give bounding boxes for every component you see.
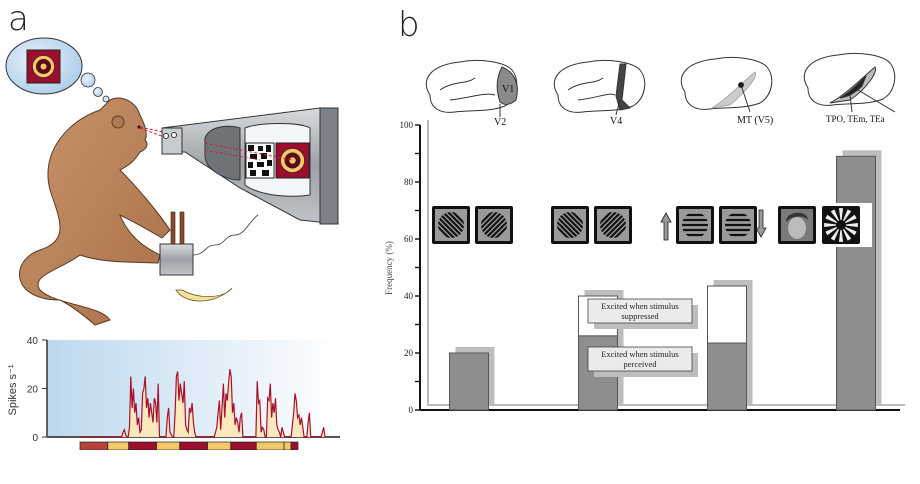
annotation-text: perceived <box>623 359 657 369</box>
bar-ytick-label: 40 <box>404 291 414 301</box>
spike-rate-area <box>80 369 325 437</box>
stimulus-sunburst <box>818 203 872 247</box>
brain-label-mt: MT (V5) <box>737 115 773 126</box>
bar-ytick-label: 20 <box>404 348 414 358</box>
brain-label-v4: V4 <box>610 116 622 127</box>
spike-ylabel: Spikes s⁻¹ <box>7 364 19 415</box>
brain-mt <box>680 56 773 110</box>
brain-diagrams: V1 V2 V4 MT (V5) TPO, TEm, TEa <box>425 52 896 128</box>
annotation-text: Excited when stimulus <box>601 349 678 359</box>
stereoscope-apparatus <box>161 107 339 225</box>
stimulus-grating-right-tilt <box>594 206 632 244</box>
arrow-down-icon <box>755 209 767 238</box>
response-lever <box>159 211 259 276</box>
brain-label-tpo: TPO, TEm, TEa <box>826 114 885 124</box>
thought-bubble <box>5 37 110 103</box>
stimulus-grating-left-tilt <box>432 206 470 244</box>
stimulus-grating-horizontal-down <box>719 206 757 244</box>
monkey <box>19 97 171 326</box>
bar-ytick-label: 60 <box>404 234 414 244</box>
bar-ytick-label: 0 <box>409 405 414 415</box>
stimulus-grating-horizontal-up <box>676 206 714 244</box>
annotation-text: Excited when stimulus <box>601 301 678 311</box>
bar-ytick-label: 80 <box>404 177 414 187</box>
spike-ytick-label: 40 <box>27 336 39 347</box>
bar-ylabel: Frequency (%) <box>384 241 394 295</box>
spike-ytick-label: 0 <box>32 433 38 444</box>
brain-tpo-tem-tea <box>803 52 896 106</box>
bar-suppressed-2 <box>707 285 747 344</box>
brain-label-v1: V1 <box>502 84 514 95</box>
brain-label-v2: V2 <box>494 117 506 128</box>
brain-v4 <box>553 59 646 113</box>
stimulus-segment <box>290 441 299 450</box>
spike-rate-line <box>80 368 326 438</box>
bar-perceived-2 <box>707 342 747 411</box>
bar-perceived-3 <box>836 155 876 411</box>
stimulus-grating-right-tilt <box>475 206 513 244</box>
banana <box>175 287 233 302</box>
annotation-text: suppressed <box>621 311 659 321</box>
bar-ytick-label: 100 <box>400 120 414 130</box>
monkey-illustration <box>5 37 339 326</box>
stimulus-grating-left-tilt <box>551 206 589 244</box>
arrow-up-icon <box>660 212 672 241</box>
bar-perceived-0 <box>449 352 489 411</box>
panel-a-label: a <box>8 0 29 39</box>
brain-v1-v2 <box>425 59 518 113</box>
spike-rate-chart: 0 20 40 Spikes s⁻¹ <box>7 336 340 450</box>
panel-b-label: b <box>398 5 420 45</box>
spike-ytick-label: 20 <box>27 385 39 396</box>
stimulus-face <box>778 206 816 244</box>
stimulus-sequence-bar <box>79 441 299 450</box>
